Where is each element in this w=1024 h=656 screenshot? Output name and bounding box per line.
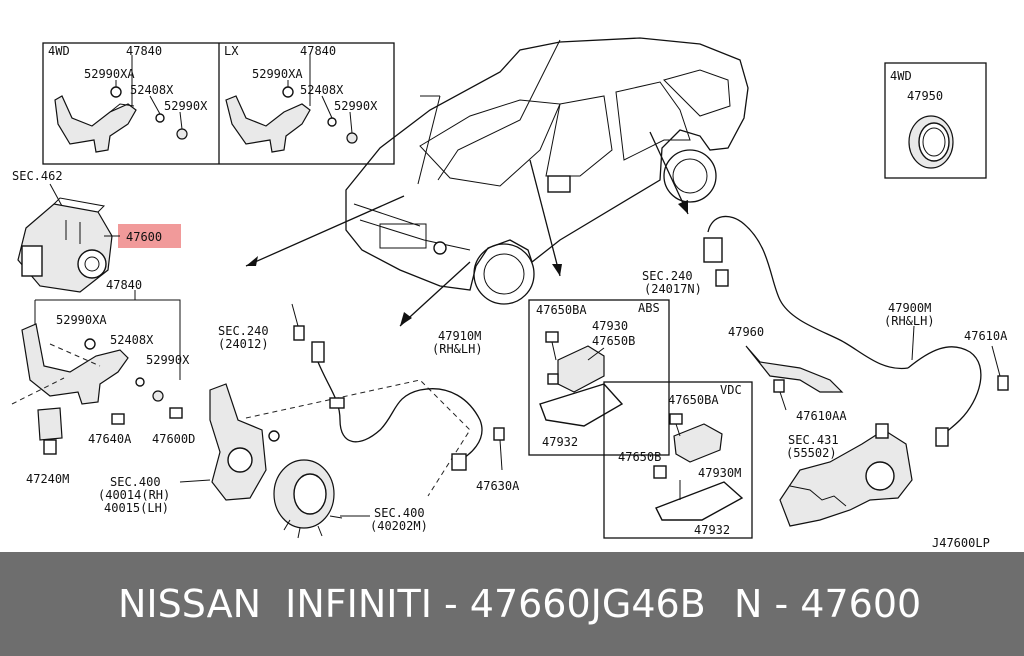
bracket-4wd-drawing	[54, 55, 188, 153]
label-40202m: (40202M)	[370, 519, 428, 533]
label-52408x-b: 52408X	[300, 83, 344, 97]
label-47910m: 47910M	[438, 329, 481, 343]
label-rhlh-b: (RH&LH)	[884, 314, 935, 328]
label-47900m: 47900M	[888, 301, 931, 315]
label-55502: (55502)	[786, 446, 837, 460]
label-sec431: SEC.431	[788, 433, 839, 447]
label-47640a: 47640A	[88, 432, 132, 446]
label-47840-lx: 47840	[300, 44, 336, 58]
label-47630a: 47630A	[476, 479, 520, 493]
bracket-lx-drawing	[225, 55, 358, 153]
label-47650b-a: 47650B	[592, 334, 635, 348]
label-47930m: 47930M	[698, 466, 741, 480]
label-47610a: 47610A	[964, 329, 1008, 343]
label-47600d: 47600D	[152, 432, 195, 446]
label-rhlh-a: (RH&LH)	[432, 342, 483, 356]
label-4wd-b: 4WD	[890, 69, 912, 83]
rear-knuckle: SEC.431 (55502)	[779, 423, 913, 527]
label-sec400-b: SEC.400	[374, 506, 425, 520]
label-4wd-a: 4WD	[48, 44, 70, 58]
label-47960: 47960	[728, 325, 764, 339]
footer-banner: NISSAN INFINITI - 47660JG46B N - 47600	[0, 552, 1024, 656]
label-52990xa-b: 52990XA	[252, 67, 303, 81]
abs-actuator: SEC.462 47600	[12, 169, 181, 293]
label-47932-b: 47932	[694, 523, 730, 537]
parts-diagram: 4WD 47840 52990XA 52408X 52990X LX 47840…	[11, 37, 1009, 550]
label-sec240-b: SEC.240	[642, 269, 693, 283]
label-47650ba-b: 47650BA	[668, 393, 719, 407]
label-52990x-a: 52990X	[164, 99, 208, 113]
label-52408x-c: 52408X	[110, 333, 154, 347]
rear-sensor-harness: SEC.240 (24017N) 47900M (RH&LH) 47610A 4…	[642, 215, 1009, 447]
label-52408x-a: 52408X	[130, 83, 174, 97]
vdc-sensor-box: VDC 47650BA 47650B 47930M 47932	[603, 381, 753, 539]
label-47840-4wd: 47840	[126, 44, 162, 58]
label-sec240-a: SEC.240	[218, 324, 269, 338]
sensor-ring-inset: 4WD 47950	[884, 62, 987, 179]
label-24012: (24012)	[218, 337, 269, 351]
label-sec462: SEC.462	[12, 169, 63, 183]
label-47950: 47950	[907, 89, 943, 103]
footer-brand-part-number: NISSAN INFINITI - 47660JG46B	[118, 582, 706, 626]
label-40015: 40015(LH)	[104, 501, 169, 515]
label-47650ba-a: 47650BA	[536, 303, 587, 317]
abs-sensor-box: ABS 47650BA 47930 47650B 47932	[528, 299, 670, 456]
label-abs: ABS	[638, 301, 660, 315]
front-knuckle-hub: SEC.400 (40014(RH) 40015(LH) SEC.400 (40…	[98, 379, 471, 539]
label-ref-code: J47600LP	[932, 536, 990, 550]
label-47650b-b: 47650B	[618, 450, 661, 464]
bracket-inset-box: 4WD 47840 52990XA 52408X 52990X LX 47840…	[42, 42, 395, 165]
label-47610aa: 47610AA	[796, 409, 847, 423]
part-47600-highlight	[118, 224, 181, 248]
label-52990xa-a: 52990XA	[84, 67, 135, 81]
label-47930: 47930	[592, 319, 628, 333]
label-52990xa-c: 52990XA	[56, 313, 107, 327]
bracket-assembly-left: 47840 52990XA 52408X 52990X 47640A 47600…	[11, 278, 195, 486]
label-lx: LX	[224, 44, 239, 58]
label-sec400-a: SEC.400	[110, 475, 161, 489]
label-47600: 47600	[126, 230, 162, 244]
front-sensor-harness: SEC.240 (24012) 47910M (RH&LH) 47630A	[218, 303, 520, 493]
label-47840-c: 47840	[106, 278, 142, 292]
label-47240m: 47240M	[26, 472, 69, 486]
label-47932-a: 47932	[542, 435, 578, 449]
label-52990x-b: 52990X	[334, 99, 378, 113]
footer-part-code: N - 47600	[734, 582, 922, 626]
label-40014: (40014(RH)	[98, 488, 170, 502]
label-24017n: (24017N)	[644, 282, 702, 296]
label-52990x-c: 52990X	[146, 353, 190, 367]
label-vdc: VDC	[720, 383, 742, 397]
vehicle-outline	[245, 37, 749, 327]
